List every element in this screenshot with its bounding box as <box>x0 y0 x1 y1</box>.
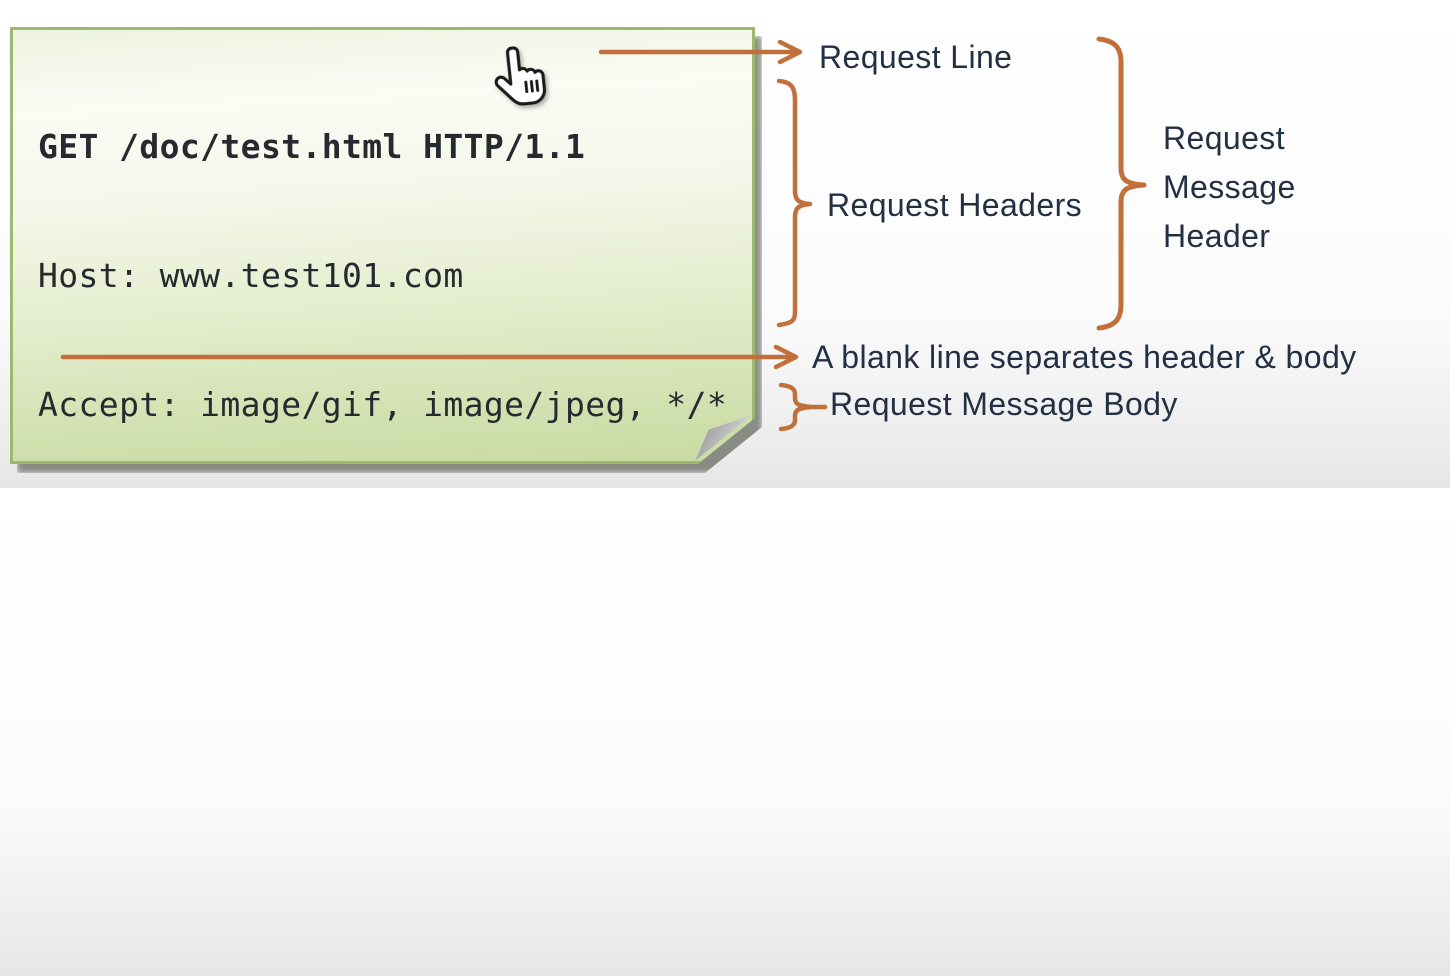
accept-language-text: Accept-Language: en-us <box>38 514 484 553</box>
http-request-diagram: GET /doc/test.html HTTP/1.1 Host: www.te… <box>0 0 1357 488</box>
request-message-body-brace <box>778 382 828 432</box>
accept-header-text: Accept: image/gif, image/jpeg, */* <box>38 385 728 424</box>
host-header-text: Host: www.test101.com <box>38 256 464 295</box>
accept-encoding-text: Accept-Encoding: gzip, deflate <box>38 643 647 682</box>
request-headers-label: Request Headers <box>827 187 1083 223</box>
request-message-body-label: Request Message Body <box>830 386 1178 422</box>
request-message-header-label: Request Message Header <box>1163 114 1296 261</box>
content-length-text: Content-Length: 35 <box>38 901 403 940</box>
http-request-note: GET /doc/test.html HTTP/1.1 Host: www.te… <box>10 27 755 464</box>
request-message-header-label-line2: Message <box>1163 169 1296 205</box>
user-agent-text: User-Agent: Mozilla/4.0 <box>38 772 505 811</box>
request-headers-brace <box>776 78 813 328</box>
request-line-label: Request Line <box>819 39 1013 75</box>
request-message-header-label-line3: Header <box>1163 218 1271 254</box>
request-line-text: GET /doc/test.html HTTP/1.1 <box>38 127 586 166</box>
request-message-header-brace <box>1096 36 1147 331</box>
blank-line-label: A blank line separates header & body <box>812 339 1357 375</box>
request-message-header-label-line1: Request <box>1163 120 1285 156</box>
request-message-text: GET /doc/test.html HTTP/1.1 Host: www.te… <box>38 39 727 976</box>
